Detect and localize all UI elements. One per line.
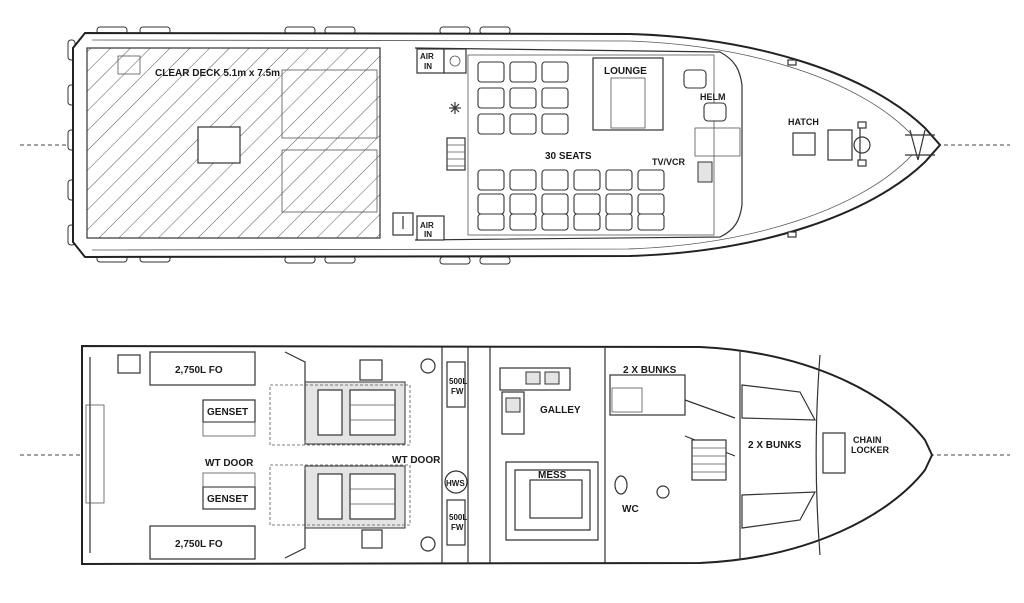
- chain-locker-label-2: LOCKER: [851, 445, 890, 455]
- air-in-top-label-2: IN: [424, 62, 432, 71]
- fw-tank-top-label-2: FW: [451, 387, 464, 396]
- galley-label: GALLEY: [540, 405, 581, 416]
- air-in-bottom-label-2: IN: [424, 230, 432, 239]
- lounge-label: LOUNGE: [604, 66, 647, 77]
- helm-label: HELM: [700, 92, 726, 102]
- windlass: [827, 121, 935, 167]
- bunks-a-label: 2 X BUNKS: [623, 365, 677, 376]
- air-in-top-label-1: AIR: [420, 52, 434, 61]
- chain-locker-box: [822, 432, 846, 474]
- lower-hull-outline: [81, 344, 934, 566]
- hatch-box: [792, 132, 816, 156]
- bunk-block-a: [609, 374, 686, 416]
- fuel-tank-bottom-label: 2,750L FO: [175, 539, 223, 550]
- upper-deck-plan: CLEAR DECK 5.1m x 7.5m AIR IN AIR IN: [20, 26, 1010, 265]
- lower-deck-plan: 2,750L FO 2,750L FO GENSET GENSET WT DOO…: [20, 344, 1010, 566]
- wt-door-right-label: WT DOOR: [392, 455, 441, 466]
- helm-seats: [683, 69, 727, 122]
- genset-top-label: GENSET: [207, 407, 248, 418]
- seats-bottom-block: [477, 169, 665, 231]
- tv-label: TV/VCR: [652, 157, 686, 167]
- air-in-bottom-label-1: AIR: [420, 221, 434, 230]
- chain-locker-label-1: CHAIN: [853, 435, 882, 445]
- fw-tank-top-label-1: 500L: [449, 377, 467, 386]
- hatch-label: HATCH: [788, 117, 819, 127]
- deckhouse-outline: [414, 47, 743, 241]
- bunks-b-label: 2 X BUNKS: [748, 440, 802, 451]
- genset-bottom-label: GENSET: [207, 494, 248, 505]
- fuel-tank-bottom: [149, 525, 256, 560]
- fw-tank-bottom-label-2: FW: [451, 523, 464, 532]
- star-symbol: [449, 102, 461, 114]
- air-in-top-box: [416, 48, 445, 74]
- bunk-block-b: [741, 384, 817, 529]
- fuel-tank-top-label: 2,750L FO: [175, 365, 223, 376]
- lounge-area: [592, 57, 664, 131]
- hws-label: HWS: [446, 479, 465, 488]
- fw-tank-bottom-label-1: 500L: [449, 513, 467, 522]
- clear-deck-label: CLEAR DECK 5.1m x 7.5m: [155, 68, 280, 79]
- wc-label: WC: [622, 504, 639, 515]
- mess-label: MESS: [538, 470, 567, 481]
- fuel-tank-top: [149, 351, 256, 386]
- fw-tank-top: [446, 361, 466, 408]
- air-in-bottom-box: [416, 215, 445, 241]
- hot-water-system: [444, 470, 468, 494]
- main-engine-bottom: [269, 464, 411, 559]
- seats-top-block: [477, 61, 569, 135]
- fw-tank-bottom: [446, 499, 466, 546]
- wt-door-left-label: WT DOOR: [205, 458, 254, 469]
- tv-unit: [697, 161, 713, 183]
- companion-stairs: [446, 137, 466, 171]
- mess-seating: [505, 461, 599, 541]
- stairs-lower: [691, 439, 727, 481]
- toilet: [614, 475, 628, 495]
- main-engine-top: [269, 351, 411, 446]
- seats-label: 30 SEATS: [545, 151, 592, 162]
